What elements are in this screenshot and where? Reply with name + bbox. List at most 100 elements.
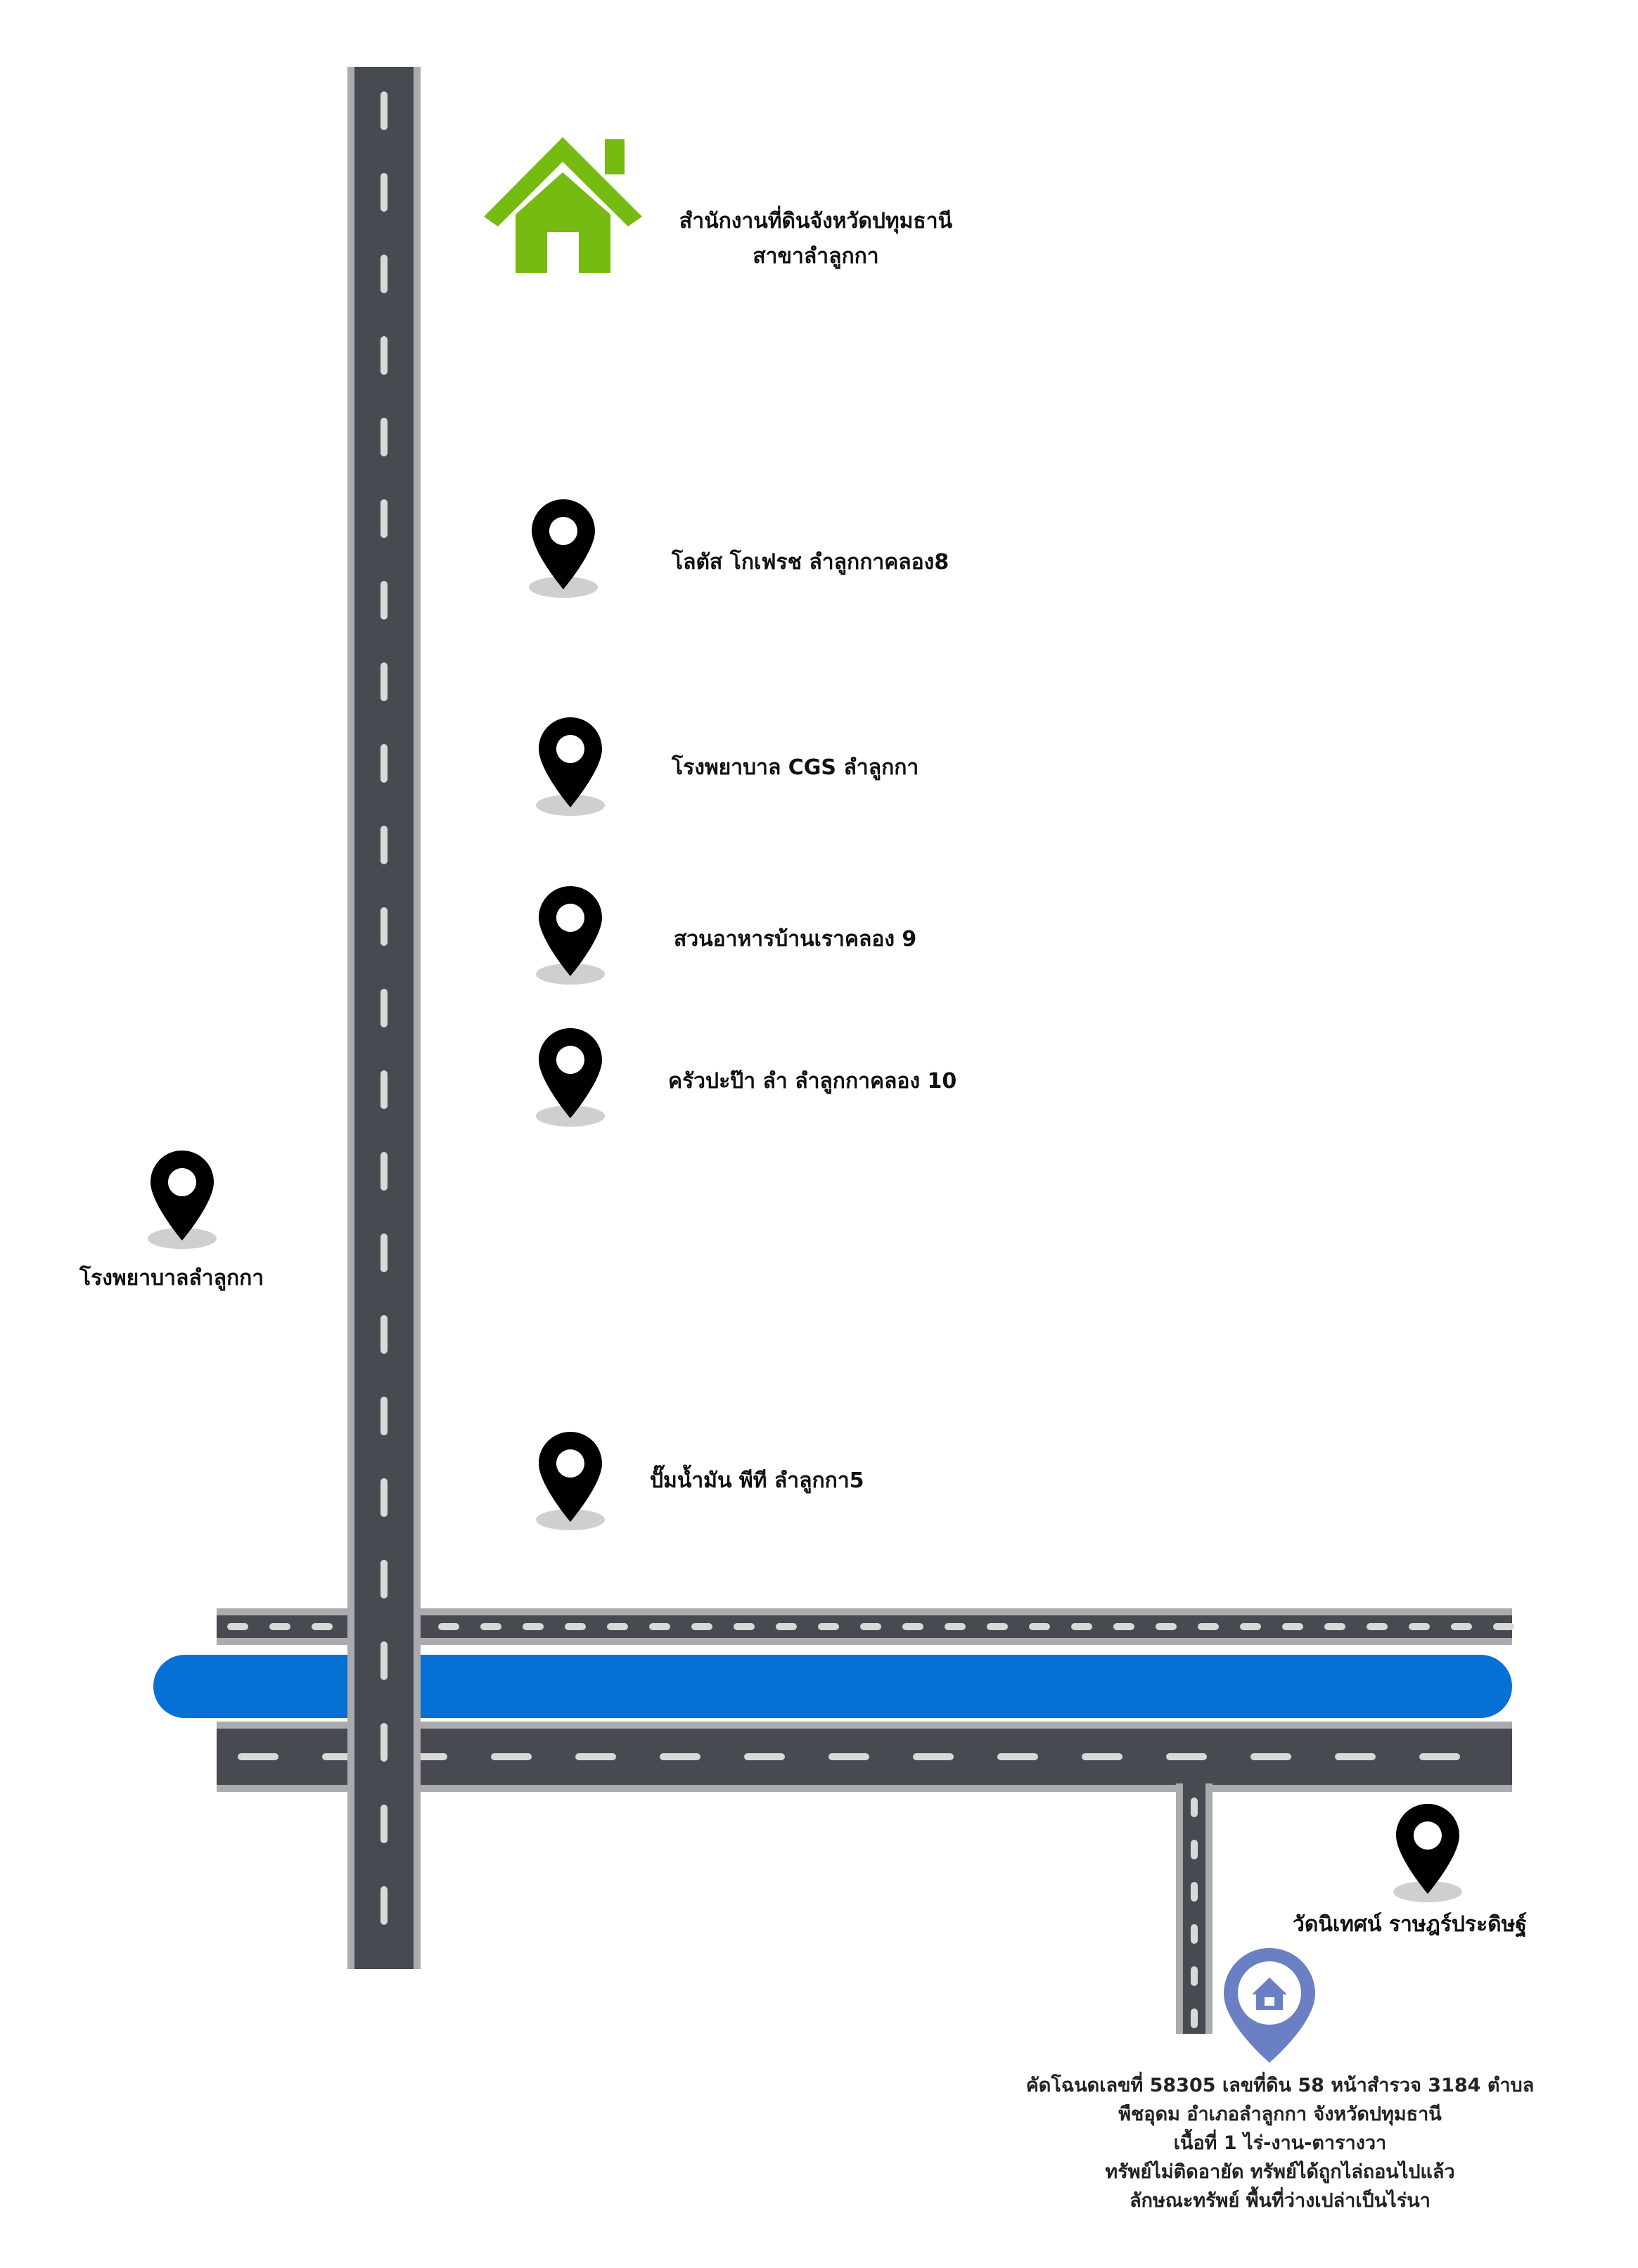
property-info: คัดโฉนดเลขที่ 58305 เลขที่ดิน 58 หน้าสำร… — [971, 2071, 1589, 2215]
lane-dash — [1335, 1753, 1376, 1760]
lane-dash — [380, 418, 388, 456]
lane-dash — [997, 1753, 1038, 1760]
lane-dash — [1198, 1623, 1219, 1630]
lane-dash — [1029, 1623, 1050, 1630]
lane-dash — [1367, 1623, 1388, 1630]
lane-dash — [734, 1623, 755, 1630]
lotus-label: โลตัส โกเฟรช ลำลูกกาคลอง8 — [672, 550, 949, 575]
lane-dash — [480, 1623, 501, 1630]
lane-dash — [380, 744, 388, 783]
lane-dash — [438, 1623, 459, 1630]
lane-dash — [227, 1623, 248, 1630]
lane-dash — [380, 662, 388, 701]
lane-dash — [1191, 1798, 1198, 1817]
lane-dash — [1451, 1623, 1472, 1630]
lane-dash — [380, 1560, 388, 1599]
lane-dash — [1113, 1623, 1134, 1630]
lane-dash — [380, 1152, 388, 1191]
lane-dash — [1409, 1623, 1430, 1630]
lane-dash — [312, 1623, 333, 1630]
map-pin-icon — [539, 886, 602, 976]
lane-dash — [660, 1753, 700, 1760]
lane-dash — [913, 1753, 954, 1760]
road-main-vertical — [347, 67, 421, 1969]
lamlukka-hospital-label: โรงพยาบาลลำลูกกา — [79, 1266, 264, 1290]
map-pin-icon — [539, 1028, 602, 1118]
temple-label: วัดนิเทศน์ ราษฎร์ประดิษฐ์ — [1293, 1912, 1527, 1937]
lane-dash — [380, 1723, 388, 1762]
lane-dash — [1282, 1623, 1303, 1630]
home-pin-icon — [1224, 1948, 1315, 2063]
restaurant-label: สวนอาหารบ้านเราคลอง 9 — [674, 927, 917, 952]
lane-dash — [380, 255, 388, 293]
property-info-line: ทรัพย์ไม่ติดอายัด ทรัพย์ได้ถูกไล่ถอนไปแล… — [1105, 2161, 1455, 2183]
road-upper-horizontal — [217, 1608, 1514, 1645]
map-pin-icon — [151, 1151, 214, 1241]
lane-dash — [607, 1623, 628, 1630]
lane-dash — [860, 1623, 881, 1630]
lane-dash — [575, 1753, 616, 1760]
lane-dash — [380, 1478, 388, 1517]
lane-dash — [1191, 1882, 1198, 1902]
lane-dash — [380, 1886, 388, 1925]
lane-dash — [1166, 1753, 1207, 1760]
lane-dash — [380, 1397, 388, 1435]
lane-dash — [1324, 1623, 1345, 1630]
lane-dash — [269, 1623, 290, 1630]
lane-dash — [380, 1234, 388, 1272]
land-office-label: สำนักงานที่ดินจังหวัดปทุมธานี สาขาลำลูกก… — [679, 209, 953, 269]
lane-dash — [322, 1753, 363, 1760]
house-icon — [484, 137, 642, 273]
lane-dash — [1191, 1924, 1198, 1944]
property-info-line: พืชอุดม อำเภอลำลูกกา จังหวัดปทุมธานี — [1118, 2103, 1442, 2125]
lane-dash — [238, 1753, 279, 1760]
lane-dash — [523, 1623, 544, 1630]
lane-dash — [1191, 1840, 1198, 1859]
lane-dash — [380, 581, 388, 620]
property-info-line: เนื้อที่ 1 ไร่-งาน-ตารางวา — [1173, 2132, 1387, 2154]
lane-dash — [1191, 2008, 1198, 2028]
lane-dash — [380, 91, 388, 130]
lane-dash — [1071, 1623, 1092, 1630]
lane-dash — [1240, 1623, 1261, 1630]
lane-dash — [380, 1315, 388, 1354]
lane-dash — [1419, 1753, 1460, 1760]
lane-dash — [380, 1805, 388, 1843]
lane-dash — [649, 1623, 670, 1630]
lane-dash — [987, 1623, 1008, 1630]
lane-dash — [380, 173, 388, 212]
lane-dash — [1082, 1753, 1122, 1760]
lane-dash — [744, 1753, 785, 1760]
lane-dash — [776, 1623, 797, 1630]
lane-dash — [691, 1623, 712, 1630]
lane-dash — [1156, 1623, 1177, 1630]
lane-dash — [380, 989, 388, 1027]
lane-dash — [818, 1623, 839, 1630]
map-pin-icon — [1396, 1804, 1459, 1894]
lane-dash — [1191, 1966, 1198, 1986]
lane-dash — [380, 907, 388, 946]
map-pin-icon — [532, 499, 595, 589]
lane-dash — [380, 826, 388, 864]
lane-dash — [902, 1623, 923, 1630]
map-pin-icon — [539, 717, 602, 807]
lane-dash — [1250, 1753, 1291, 1760]
lane-dash — [380, 1070, 388, 1109]
cgs-hospital-label: โรงพยาบาล CGS ลำลูกกา — [672, 755, 919, 780]
map-pin-icon — [539, 1432, 602, 1522]
lane-dash — [828, 1753, 869, 1760]
road-side-street — [1176, 1783, 1212, 2034]
property-info-line: คัดโฉนดเลขที่ 58305 เลขที่ดิน 58 หน้าสำร… — [1025, 2075, 1535, 2096]
lane-dash — [945, 1623, 966, 1630]
lane-dash — [380, 1641, 388, 1680]
gas-station-label: ปั๊มน้ำมัน พีที ลำลูกกา5 — [650, 1468, 864, 1493]
lane-dash — [1493, 1623, 1514, 1630]
lane-dash — [380, 336, 388, 375]
lane-dash — [491, 1753, 532, 1760]
lane-dash — [565, 1623, 586, 1630]
kitchen-label: ครัวปะป๊า ลำ ลำลูกกาคลอง 10 — [668, 1069, 957, 1094]
lane-dash — [380, 499, 388, 538]
lane-dash — [407, 1753, 447, 1760]
road-lower-horizontal — [217, 1722, 1512, 1792]
property-info-line: ลักษณะทรัพย์ พื้นที่ว่างเปล่าเป็นไร่นา — [1130, 2190, 1431, 2212]
